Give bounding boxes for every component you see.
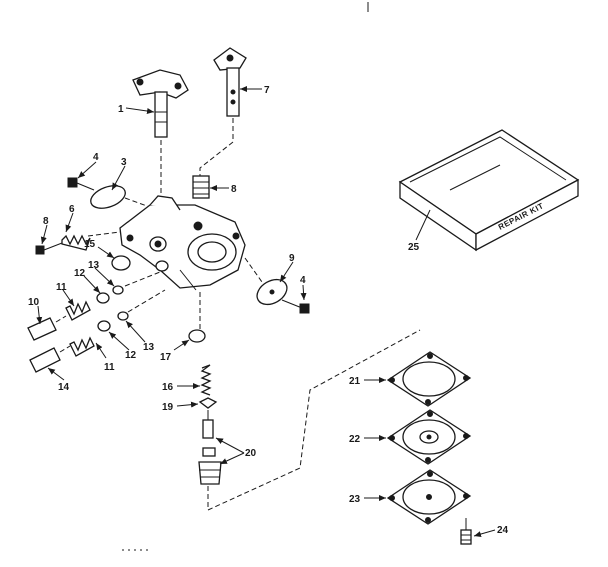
choke-shaft-part [213, 47, 247, 117]
callout-leaders [36, 86, 496, 537]
diaphragm-22 [386, 409, 472, 465]
gasket-21 [386, 351, 472, 407]
callout-numbers: 1 3 4 6 7 8 8 9 4 10 11 11 12 12 13 13 1… [28, 85, 509, 536]
callout-25: 25 [408, 242, 420, 253]
callout-1: 1 [118, 104, 124, 115]
callout-22: 22 [349, 434, 361, 445]
callout-12-lower: 12 [125, 350, 137, 361]
screw-upper-left [67, 177, 95, 191]
callout-11-upper: 11 [56, 282, 67, 293]
choke-plate-part [256, 278, 288, 306]
repair-kit-box: REPAIR KIT [398, 129, 580, 252]
callout-4-right: 4 [300, 275, 306, 286]
washer-19 [198, 397, 218, 409]
high-speed-needle [27, 271, 161, 341]
spring-16 [200, 364, 212, 396]
screw-24 [460, 518, 472, 545]
callout-11-lower: 11 [104, 362, 115, 373]
low-speed-needle [29, 289, 166, 373]
callout-13-upper: 13 [88, 260, 100, 271]
idle-screw-part [35, 234, 91, 255]
callout-3: 3 [121, 157, 127, 168]
carburetor-body [119, 195, 246, 291]
inlet-needle-20 [202, 410, 214, 439]
callout-16: 16 [162, 382, 174, 393]
callout-19: 19 [162, 402, 174, 413]
callout-14: 14 [58, 382, 70, 393]
callout-17: 17 [160, 352, 172, 363]
callout-13-lower: 13 [143, 342, 155, 353]
callout-6: 6 [69, 204, 75, 215]
callout-7: 7 [264, 85, 270, 96]
callout-8-left: 8 [43, 216, 49, 227]
callout-12-upper: 12 [74, 268, 86, 279]
callout-20: 20 [245, 448, 257, 459]
callout-4-left: 4 [93, 152, 99, 163]
cup-plug-17 [188, 329, 206, 343]
callout-15: 15 [84, 239, 96, 250]
callout-24: 24 [497, 525, 509, 536]
callout-10: 10 [28, 297, 40, 308]
inlet-fitting-part [192, 175, 210, 199]
washer-15 [111, 255, 131, 271]
callout-8-upper: 8 [231, 184, 237, 195]
throttle-shaft-part [132, 69, 189, 138]
callout-21: 21 [349, 376, 361, 387]
screw-right [281, 299, 310, 314]
inlet-seat-20 [198, 447, 222, 485]
callout-9: 9 [289, 253, 295, 264]
throttle-plate-part [90, 185, 126, 209]
callout-23: 23 [349, 494, 361, 505]
cover-23 [386, 469, 472, 525]
